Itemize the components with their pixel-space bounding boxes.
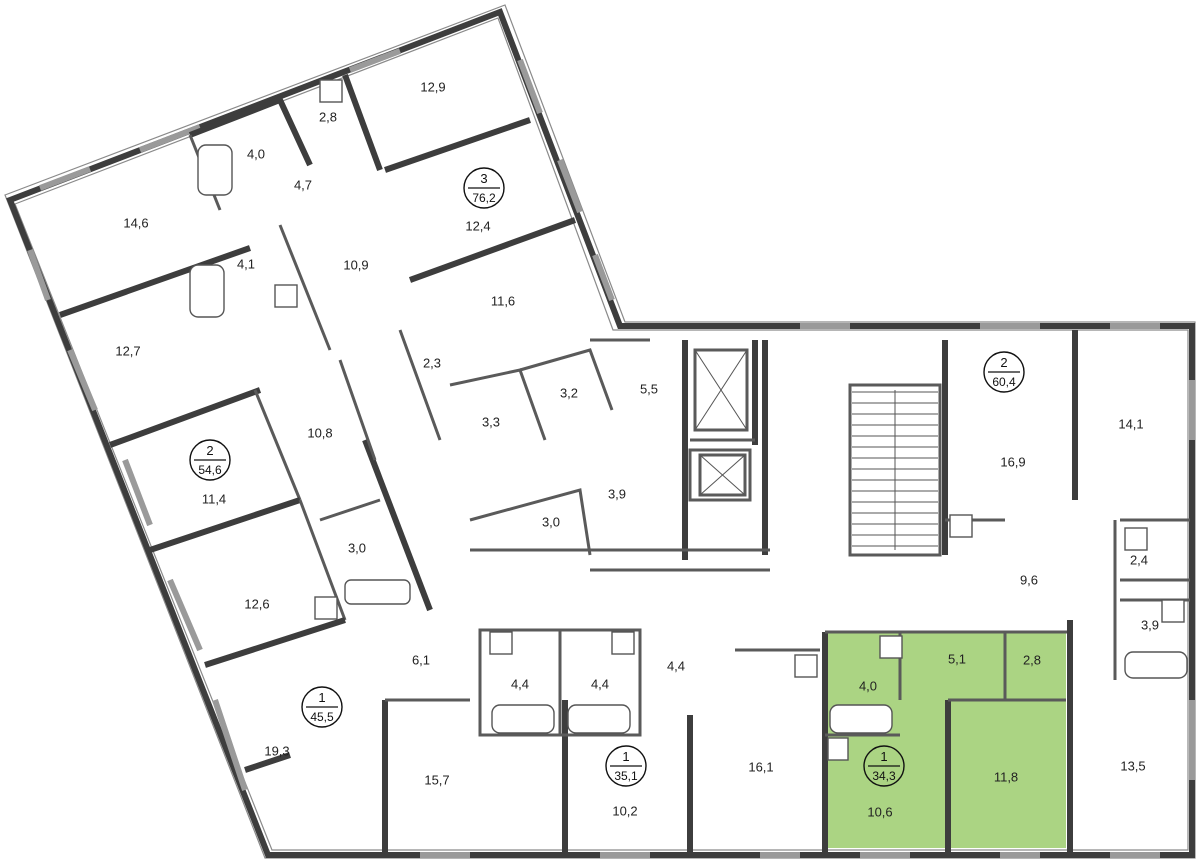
- apartment-marker[interactable]: 145,5: [301, 686, 343, 728]
- apartment-area: 60,4: [992, 375, 1016, 389]
- room-area-label: 3,0: [348, 540, 366, 555]
- room-area-label: 16,1: [748, 759, 773, 774]
- apartment-marker-circle: [189, 439, 231, 481]
- room-area-label: 10,9: [343, 257, 368, 272]
- apartment-rooms-count: 2: [1000, 355, 1007, 370]
- apartment-area: 35,1: [614, 769, 638, 783]
- apartment-marker[interactable]: 135,1: [605, 745, 647, 787]
- bath-fixtures: [189, 79, 1188, 761]
- room-area-label: 11,8: [994, 769, 1018, 784]
- room-area-label: 11,6: [491, 293, 515, 308]
- apartment-rooms-count: 1: [318, 690, 325, 705]
- room-area-label: 10,6: [867, 804, 892, 819]
- room-area-label: 12,9: [420, 79, 445, 94]
- apartment-area: 54,6: [198, 463, 222, 477]
- apartment-marker[interactable]: 376,2: [463, 167, 505, 209]
- apartment-marker[interactable]: 254,6: [189, 439, 231, 481]
- room-area-label: 14,6: [123, 215, 148, 230]
- apartment-area: 76,2: [472, 191, 496, 205]
- room-area-label: 4,4: [511, 676, 529, 691]
- outer-walls: [6, 8, 1195, 858]
- apartment-marker-circle: [301, 686, 343, 728]
- room-area-label: 15,7: [424, 772, 449, 787]
- apartment-rooms-count: 3: [480, 171, 487, 186]
- apartment-rooms-count: 1: [622, 749, 629, 764]
- room-area-label: 3,3: [482, 414, 500, 429]
- room-area-label: 3,9: [608, 486, 626, 501]
- room-area-label: 2,8: [319, 109, 337, 124]
- windows: [27, 48, 1195, 858]
- room-area-label: 9,6: [1020, 572, 1038, 587]
- apartment-area: 45,5: [310, 710, 334, 724]
- room-area-label: 4,4: [591, 676, 609, 691]
- apartment-marker-circle: [863, 745, 905, 787]
- room-area-label: 14,1: [1118, 416, 1143, 431]
- apartment-marker-circle: [983, 351, 1025, 393]
- outer-facade: [4, 4, 1196, 859]
- room-area-label: 12,4: [465, 218, 490, 233]
- room-area-label: 4,7: [294, 177, 312, 192]
- room-area-label: 4,1: [237, 256, 255, 271]
- room-area-label: 3,9: [1141, 617, 1159, 632]
- room-area-label: 11,4: [202, 491, 226, 506]
- room-area-label: 3,0: [542, 514, 560, 529]
- staircase: [852, 390, 938, 550]
- apartment-marker-circle: [605, 745, 647, 787]
- room-area-label: 4,4: [667, 658, 685, 673]
- apartment-rooms-count: 1: [880, 749, 887, 764]
- room-area-label: 5,1: [948, 651, 966, 666]
- room-area-label: 10,2: [612, 803, 637, 818]
- room-area-label: 19,3: [264, 743, 289, 758]
- room-area-label: 10,8: [307, 425, 332, 440]
- elevators: [693, 348, 749, 497]
- room-area-label: 2,3: [423, 355, 441, 370]
- room-area-label: 2,4: [1130, 552, 1148, 567]
- room-area-label: 12,6: [244, 596, 269, 611]
- room-area-label: 5,5: [640, 381, 658, 396]
- room-area-label: 6,1: [412, 652, 430, 667]
- room-area-label: 4,0: [859, 678, 877, 693]
- room-area-label: 13,5: [1120, 758, 1145, 773]
- room-area-label: 4,0: [247, 146, 265, 161]
- room-area-label: 3,2: [560, 385, 578, 400]
- apartment-marker-circle: [463, 167, 505, 209]
- interior-walls: [59, 73, 1190, 855]
- apartment-area: 34,3: [872, 769, 896, 783]
- apartment-marker[interactable]: 260,4: [983, 351, 1025, 393]
- room-area-label: 12,7: [115, 343, 140, 358]
- room-area-label: 16,9: [1000, 454, 1025, 469]
- apartment-rooms-count: 2: [206, 443, 213, 458]
- room-area-label: 2,8: [1023, 652, 1041, 667]
- apartment-marker[interactable]: 134,3: [863, 745, 905, 787]
